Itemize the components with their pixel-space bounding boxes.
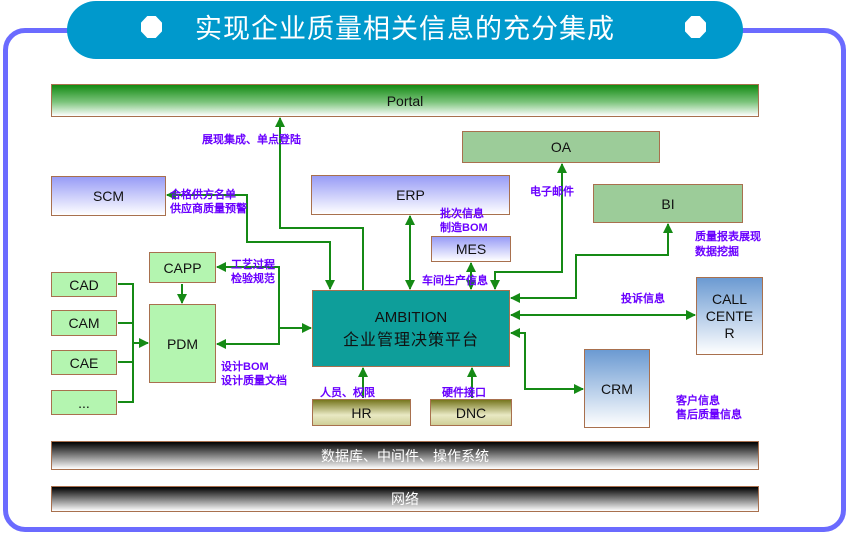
dnc-box: DNC — [430, 399, 512, 426]
flow-label-capp-2: 检验规范 — [231, 273, 275, 285]
hr-box: HR — [312, 399, 411, 426]
scm-box: SCM — [51, 176, 166, 216]
cae-label: CAE — [69, 354, 99, 371]
flow-label-capp-1: 工艺过程 — [231, 259, 275, 271]
call-center-label-line3: R — [724, 324, 735, 341]
flow-label-call-center: 投诉信息 — [621, 293, 665, 305]
bi-box: BI — [593, 184, 743, 223]
erp-label: ERP — [396, 187, 425, 203]
flow-label-mes: 车间生产信息 — [422, 275, 488, 287]
portal-layer: Portal — [51, 84, 759, 117]
cad-box: CAD — [51, 272, 117, 297]
cam-box: CAM — [51, 310, 117, 336]
cae-box: CAE — [51, 350, 117, 375]
flow-label-dnc: 硬件接口 — [442, 387, 486, 399]
flow-label-pdm-1: 设计BOM — [221, 361, 269, 373]
other-systems-label: ... — [78, 394, 90, 411]
pdm-box: PDM — [149, 304, 216, 383]
hr-label: HR — [351, 404, 372, 421]
capp-label: CAPP — [163, 259, 202, 276]
flow-label-crm-1: 客户信息 — [676, 395, 720, 407]
capp-box: CAPP — [149, 252, 216, 283]
crm-box: CRM — [584, 349, 650, 428]
flow-label-scm-1: 合格供方名单 — [170, 189, 236, 201]
network-layer: 网络 — [51, 486, 759, 512]
ambition-platform-box: AMBITION 企业管理决策平台 — [312, 290, 510, 367]
crm-label: CRM — [601, 380, 633, 397]
bullet-right-icon — [685, 16, 706, 38]
flow-label-bi-1: 质量报表展现 — [695, 231, 761, 243]
database-layer: 数据库、中间件、操作系统 — [51, 441, 759, 470]
oa-box: OA — [462, 131, 660, 163]
flow-label-erp-1: 批次信息 — [440, 208, 484, 220]
other-systems-box: ... — [51, 390, 117, 415]
flow-label-oa: 电子邮件 — [530, 186, 574, 198]
diagram-title: 实现企业质量相关信息的充分集成 — [195, 14, 615, 45]
cad-label: CAD — [69, 276, 99, 293]
dnc-label: DNC — [455, 404, 487, 421]
oa-label: OA — [550, 139, 572, 155]
database-label: 数据库、中间件、操作系统 — [321, 448, 489, 465]
flow-label-bi-2: 数据挖掘 — [695, 246, 739, 258]
portal-label: Portal — [386, 92, 424, 109]
network-label: 网络 — [391, 492, 419, 508]
flow-label-erp-2: 制造BOM — [440, 222, 488, 234]
scm-label: SCM — [92, 188, 125, 204]
flow-label-pdm-2: 设计质量文档 — [221, 375, 287, 387]
ambition-subtitle: 企业管理决策平台 — [342, 329, 479, 349]
ambition-name: AMBITION — [374, 308, 448, 326]
mes-box: MES — [431, 236, 511, 262]
pdm-label: PDM — [166, 335, 199, 352]
bi-label: BI — [661, 195, 675, 212]
flow-label-crm-2: 售后质量信息 — [676, 409, 742, 421]
call-center-label-line1: CALL — [711, 290, 748, 307]
call-center-box: CALL CENTE R — [696, 277, 763, 355]
mes-label: MES — [455, 241, 487, 257]
flow-label-scm-2: 供应商质量预警 — [170, 203, 247, 215]
flow-label-portal: 展现集成、单点登陆 — [202, 134, 301, 146]
flow-label-hr: 人员、权限 — [320, 387, 375, 399]
bullet-left-icon — [141, 16, 162, 38]
call-center-label-line2: CENTE — [705, 307, 754, 324]
title-banner: 实现企业质量相关信息的充分集成 — [67, 1, 743, 59]
cam-label: CAM — [68, 315, 100, 331]
